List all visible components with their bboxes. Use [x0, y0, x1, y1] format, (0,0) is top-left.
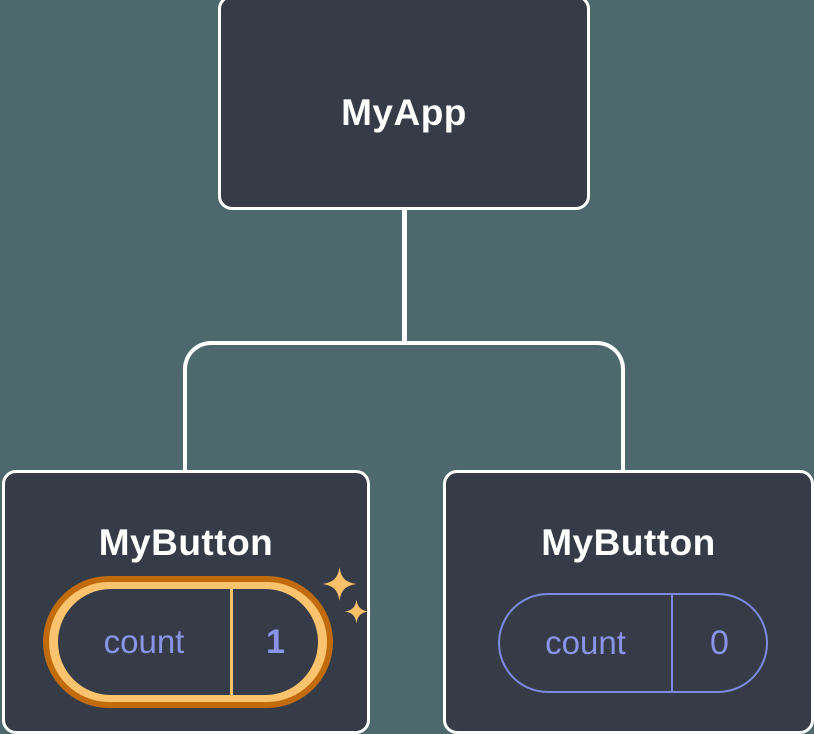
component-node-mybutton-2: MyButton count 0	[443, 470, 814, 734]
component-name-label: MyApp	[341, 92, 467, 133]
state-value-cell: 1	[233, 589, 318, 695]
state-key-cell: count	[500, 595, 671, 691]
state-pill-glow-band: count 1	[49, 582, 327, 702]
state-key-label: count	[545, 624, 626, 661]
state-value-cell: 0	[673, 595, 766, 691]
component-name-label: MyButton	[541, 522, 716, 563]
state-value: 1	[266, 622, 285, 661]
state-value: 0	[710, 623, 729, 662]
state-pill: count 0	[498, 593, 768, 693]
component-name-label: MyButton	[98, 522, 274, 563]
state-key-cell: count	[58, 589, 230, 695]
sparkle-icon	[322, 567, 369, 624]
state-pill-highlighted: count 1	[43, 576, 333, 708]
state-pill-divider	[230, 589, 233, 695]
connector-root-stem	[402, 207, 407, 345]
connector-branch-bracket	[183, 341, 625, 470]
state-key-label: count	[103, 623, 185, 660]
component-node-mybutton-1: MyButton count 1	[2, 470, 370, 734]
component-node-myapp: MyApp	[218, 0, 590, 210]
state-pill-body: count 1	[58, 589, 318, 695]
state-pill-divider	[671, 595, 673, 691]
